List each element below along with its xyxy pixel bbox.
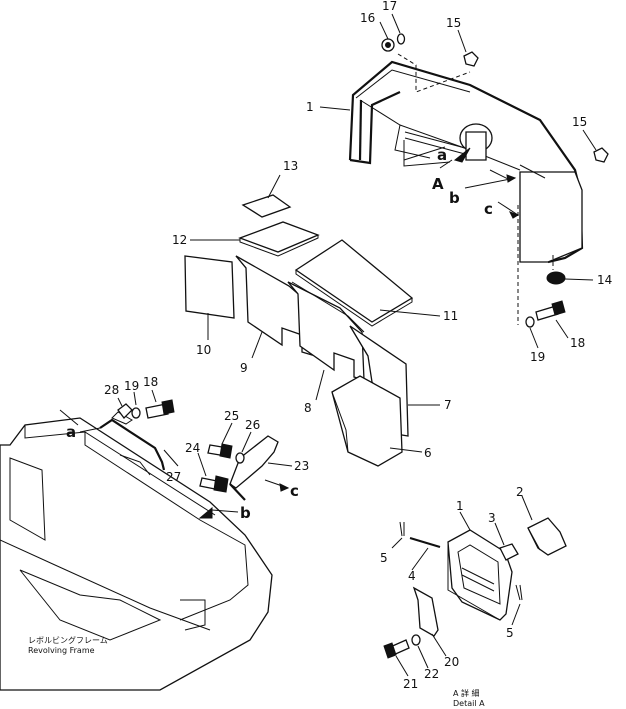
label-10: 10 <box>196 343 211 357</box>
label-24: 24 <box>185 441 200 455</box>
leader-lines <box>117 13 597 677</box>
label-18-left: 18 <box>143 375 158 389</box>
label-2: 2 <box>516 485 524 499</box>
label-1-top: 1 <box>306 100 314 114</box>
label-13: 13 <box>283 159 298 173</box>
guard-cover <box>348 53 584 325</box>
marker-c-left: c <box>290 482 299 500</box>
bolt-28 <box>117 403 133 419</box>
hinge-2 <box>527 517 567 556</box>
label-5-left: 5 <box>380 551 388 565</box>
plate-12 <box>238 221 320 257</box>
label-6: 6 <box>424 446 432 460</box>
label-16: 16 <box>360 11 375 25</box>
label-17: 17 <box>382 0 397 13</box>
detail-a-cover <box>447 529 513 621</box>
label-15-right: 15 <box>572 115 587 129</box>
washer-17 <box>396 33 406 45</box>
caption-detail-en: Detail A <box>453 699 485 708</box>
bolt-24 <box>199 475 229 493</box>
label-27: 27 <box>166 470 181 484</box>
bracket-15-top <box>463 51 479 67</box>
panel-8 <box>287 281 365 381</box>
label-4: 4 <box>408 569 416 583</box>
cotter-5-left <box>399 521 405 537</box>
label-25: 25 <box>224 409 239 423</box>
marker-a-top: a <box>437 146 447 164</box>
pin-4 <box>409 536 441 549</box>
lever-23 <box>229 435 279 501</box>
captions: レボルビングフレーム Revolving Frame A 詳 細 Detail … <box>28 635 485 708</box>
bolt-21 <box>383 639 410 659</box>
label-11: 11 <box>443 309 458 323</box>
washer-26 <box>235 452 245 464</box>
label-1-detail: 1 <box>456 499 464 513</box>
marker-b-top: b <box>449 189 460 207</box>
label-15-top: 15 <box>446 16 461 30</box>
label-12: 12 <box>172 233 187 247</box>
view-markers: a A b c a b c <box>66 146 493 522</box>
label-14: 14 <box>597 273 612 287</box>
cap-14 <box>546 271 566 285</box>
caption-detail-jp: A 詳 細 <box>453 688 480 698</box>
panel-6 <box>331 375 403 467</box>
rod-27 <box>99 411 166 471</box>
washer-22 <box>411 634 421 646</box>
marker-a-left: a <box>66 423 76 441</box>
cotter-5-right <box>515 584 523 601</box>
revolving-frame <box>0 409 273 691</box>
label-7: 7 <box>444 398 452 412</box>
marker-b-left: b <box>240 504 251 522</box>
latch-3 <box>499 543 519 561</box>
washer-19-top <box>525 316 535 328</box>
label-18-top: 18 <box>570 336 585 350</box>
part-labels: 1 1 2 3 4 5 5 6 7 8 9 10 11 12 13 14 15 … <box>104 0 612 691</box>
plate-13 <box>241 194 292 218</box>
nut-16 <box>381 38 395 52</box>
bolt-25 <box>207 443 233 459</box>
panel-10 <box>184 255 235 319</box>
label-22: 22 <box>424 667 439 681</box>
label-26: 26 <box>245 418 260 432</box>
label-8: 8 <box>304 401 312 415</box>
label-23: 23 <box>294 459 309 473</box>
label-28: 28 <box>104 383 119 397</box>
plate-11 <box>294 239 414 327</box>
bolt-18-left <box>145 399 175 419</box>
label-21: 21 <box>403 677 418 691</box>
washer-19-left <box>131 407 141 419</box>
bracket-15-right <box>593 147 609 163</box>
marker-A-top: A <box>432 175 444 193</box>
label-3: 3 <box>488 511 496 525</box>
label-19-left: 19 <box>124 379 139 393</box>
label-5-right: 5 <box>506 626 514 640</box>
bracket-20 <box>412 586 439 637</box>
label-9: 9 <box>240 361 248 375</box>
caption-frame-en: Revolving Frame <box>28 646 95 655</box>
label-20: 20 <box>444 655 459 669</box>
caption-frame-jp: レボルビングフレーム <box>28 635 108 645</box>
label-19-top: 19 <box>530 350 545 364</box>
marker-c-top: c <box>484 200 493 218</box>
bolt-18-top <box>535 300 566 321</box>
